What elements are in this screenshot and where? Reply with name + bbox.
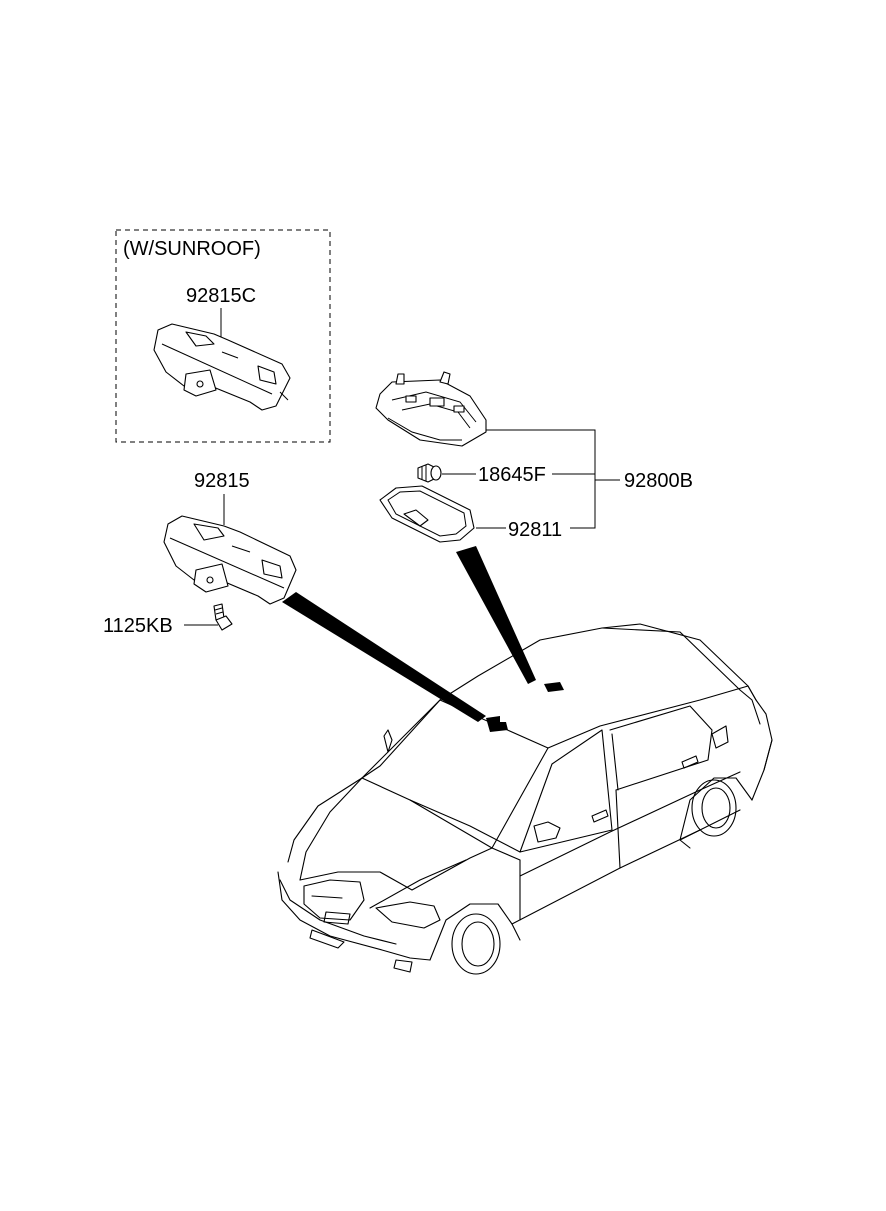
roof-mount-bracket: [486, 716, 508, 732]
pointer-wedge-console: [456, 546, 536, 684]
label-1125kb[interactable]: 1125KB: [103, 615, 173, 637]
label-92815c[interactable]: 92815C: [186, 285, 256, 307]
roof-mount-console: [544, 682, 564, 692]
map-lamp-bracket-group: 92815 1125KB: [103, 470, 297, 637]
overhead-console-housing[interactable]: [375, 371, 487, 447]
sunroof-note: (W/SUNROOF): [123, 238, 261, 260]
group-bracket-92800b: [486, 429, 620, 529]
map-lamp-bracket-sunroof[interactable]: [153, 323, 291, 411]
lens-92811[interactable]: [379, 485, 475, 543]
label-92811[interactable]: 92811: [508, 519, 562, 541]
label-18645f[interactable]: 18645F: [478, 464, 546, 486]
overhead-console-group: 18645F 92811 92800B: [375, 371, 693, 543]
sedan-illustration: [277, 623, 773, 975]
label-92800b[interactable]: 92800B: [624, 470, 693, 492]
pointer-wedge-bracket: [282, 592, 486, 722]
bulb-18645f[interactable]: [417, 463, 442, 483]
label-92815[interactable]: 92815: [194, 470, 250, 492]
sunroof-dashed-box: [115, 229, 331, 443]
screw-1125kb[interactable]: [213, 603, 233, 631]
sunroof-variant-group: (W/SUNROOF) 92815C: [115, 229, 331, 443]
map-lamp-bracket[interactable]: [163, 515, 297, 605]
